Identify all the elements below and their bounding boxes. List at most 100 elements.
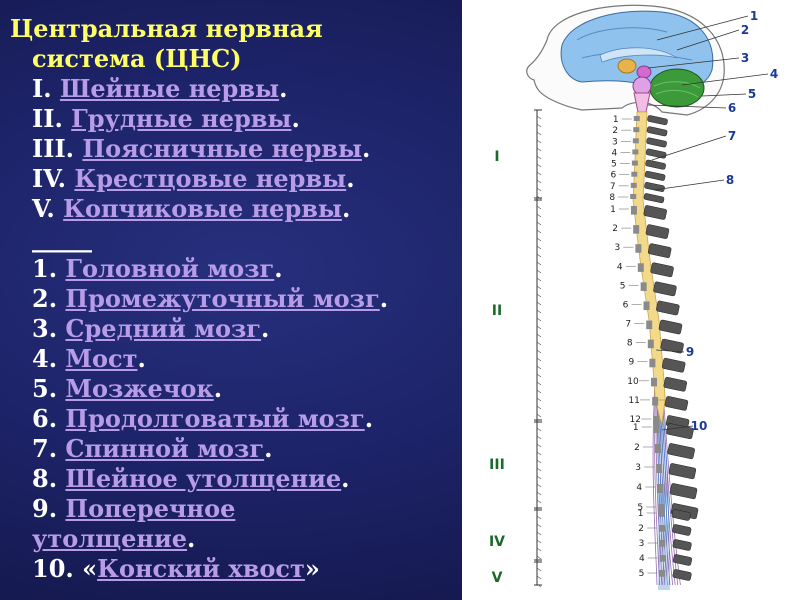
separator-line: _____ (32, 224, 92, 253)
region-hatch (536, 405, 542, 410)
list-item-diencephalon: 2. Промежуточный мозг. (10, 284, 460, 314)
list-item-cauda-equina: 10. «Конский хвост» (10, 554, 460, 584)
section-number: IV. (32, 164, 67, 193)
link-thoracic-nerves[interactable]: Грудные нервы (71, 104, 292, 133)
link-lumbar-enlargement[interactable]: Поперечное утолщение (32, 494, 236, 553)
region-hatch (536, 317, 542, 322)
vertebra-body-thoracic (633, 225, 640, 234)
callout-label-2: 2 (741, 23, 749, 37)
link-cauda-equina[interactable]: Конский хвост (97, 554, 305, 583)
region-hatch (536, 389, 542, 394)
region-hatch (536, 261, 542, 266)
vertebra-label-thoracic: 11 (628, 396, 639, 406)
link-lumbar-nerves[interactable]: Поясничные нервы (82, 134, 362, 163)
vertebra-thoracic (645, 224, 670, 239)
vertebra-label-thoracic: 9 (629, 358, 635, 368)
link-sacral-nerves[interactable]: Крестцовые нервы (74, 164, 347, 193)
callout-label-7: 7 (728, 129, 736, 143)
vertebra-label-sacral: 4 (639, 554, 645, 564)
link-medulla[interactable]: Продолговатый мозг (65, 404, 365, 433)
link-midbrain[interactable]: Средний мозг (65, 314, 261, 343)
region-hatch (536, 293, 542, 298)
list-item-midbrain: 3. Средний мозг. (10, 314, 460, 344)
quote-close: » (304, 554, 320, 583)
region-hatch (536, 381, 542, 386)
vertebra-sacral (671, 509, 691, 521)
vertebra-cervical (644, 182, 665, 192)
list-item-cerebellum: 5. Мозжечок. (10, 374, 460, 404)
region-hatch (536, 539, 542, 544)
vertebra-thoracic (661, 357, 686, 373)
region-hatch (536, 373, 542, 378)
region-label-2: II (492, 303, 502, 319)
punct: . (364, 404, 374, 433)
vertebra-body-thoracic (647, 339, 654, 349)
region-hatch (536, 163, 542, 168)
vertebra-label-thoracic: 7 (625, 320, 631, 330)
vertebra-label-thoracic: 4 (617, 262, 623, 272)
region-hatch (536, 357, 542, 362)
vertebra-body-cervical (633, 116, 640, 122)
region-hatch (536, 349, 542, 354)
region-hatch (536, 253, 542, 258)
region-hatch (536, 583, 542, 588)
link-spinal-cord[interactable]: Спинной мозг (65, 434, 265, 463)
region-hatch (536, 309, 542, 314)
vertebra-sacral (672, 554, 693, 566)
link-cervical-enlargement[interactable]: Шейное утолщение (65, 464, 342, 493)
item-number: 3. (32, 314, 58, 343)
vertebra-body-thoracic (650, 377, 657, 387)
text-panel: Центральная нервная система (ЦНС) I. Шей… (10, 14, 460, 584)
link-brain[interactable]: Головной мозг (65, 254, 275, 283)
vertebra-body-thoracic (643, 301, 650, 311)
vertebra-body-thoracic (652, 396, 659, 406)
callout-line-8 (653, 179, 725, 191)
link-pons[interactable]: Мост (65, 344, 138, 373)
callout-label-9: 9 (686, 345, 694, 359)
vertebra-label-thoracic: 6 (623, 300, 629, 310)
section-number: II. (32, 104, 63, 133)
vertebra-body-cervical (631, 171, 638, 177)
region-hatch (536, 567, 542, 572)
vertebra-cervical (646, 126, 668, 137)
item-number: 8. (32, 464, 58, 493)
item-number: 7. (32, 434, 58, 463)
link-cervical-nerves[interactable]: Шейные нервы (59, 74, 280, 103)
region-hatch (536, 187, 542, 192)
region-hatch (536, 301, 542, 306)
vertebra-label-cervical: 2 (612, 126, 618, 136)
section-item-coccygeal: V. Копчиковые нервы. (10, 194, 460, 224)
vertebra-cervical (644, 170, 666, 181)
title-line-2: система (ЦНС) (32, 44, 242, 73)
vertebra-body-sacral (658, 510, 665, 517)
punct: . (279, 74, 288, 103)
quote-open: « (82, 554, 98, 583)
punct: . (137, 344, 146, 373)
callout-line-6 (647, 104, 727, 109)
region-hatch (536, 147, 542, 152)
vertebra-body-thoracic (653, 416, 660, 425)
link-coccygeal-nerves[interactable]: Копчиковые нервы (63, 194, 342, 223)
link-cerebellum[interactable]: Мозжечок (65, 374, 214, 403)
vertebra-label-lumbar: 3 (635, 463, 641, 473)
region-hatch (536, 205, 542, 210)
region-hatch (536, 451, 542, 456)
vertebra-cervical (645, 159, 666, 170)
region-hatch (536, 443, 542, 448)
link-diencephalon[interactable]: Промежуточный мозг (65, 284, 380, 313)
region-hatch (536, 397, 542, 402)
section-number: III. (32, 134, 75, 163)
punct: . (341, 464, 350, 493)
region-hatch (536, 131, 542, 136)
vertebra-body-thoracic (630, 206, 637, 215)
region-hatch (536, 195, 542, 200)
region-hatch (536, 483, 542, 488)
vertebra-sacral (672, 524, 692, 536)
region-hatch (536, 365, 542, 370)
region-hatch (536, 435, 542, 440)
region-label-1: I (494, 149, 499, 165)
vertebra-label-sacral: 3 (639, 539, 645, 549)
section-item-cervical: I. Шейные нервы. (10, 74, 460, 104)
